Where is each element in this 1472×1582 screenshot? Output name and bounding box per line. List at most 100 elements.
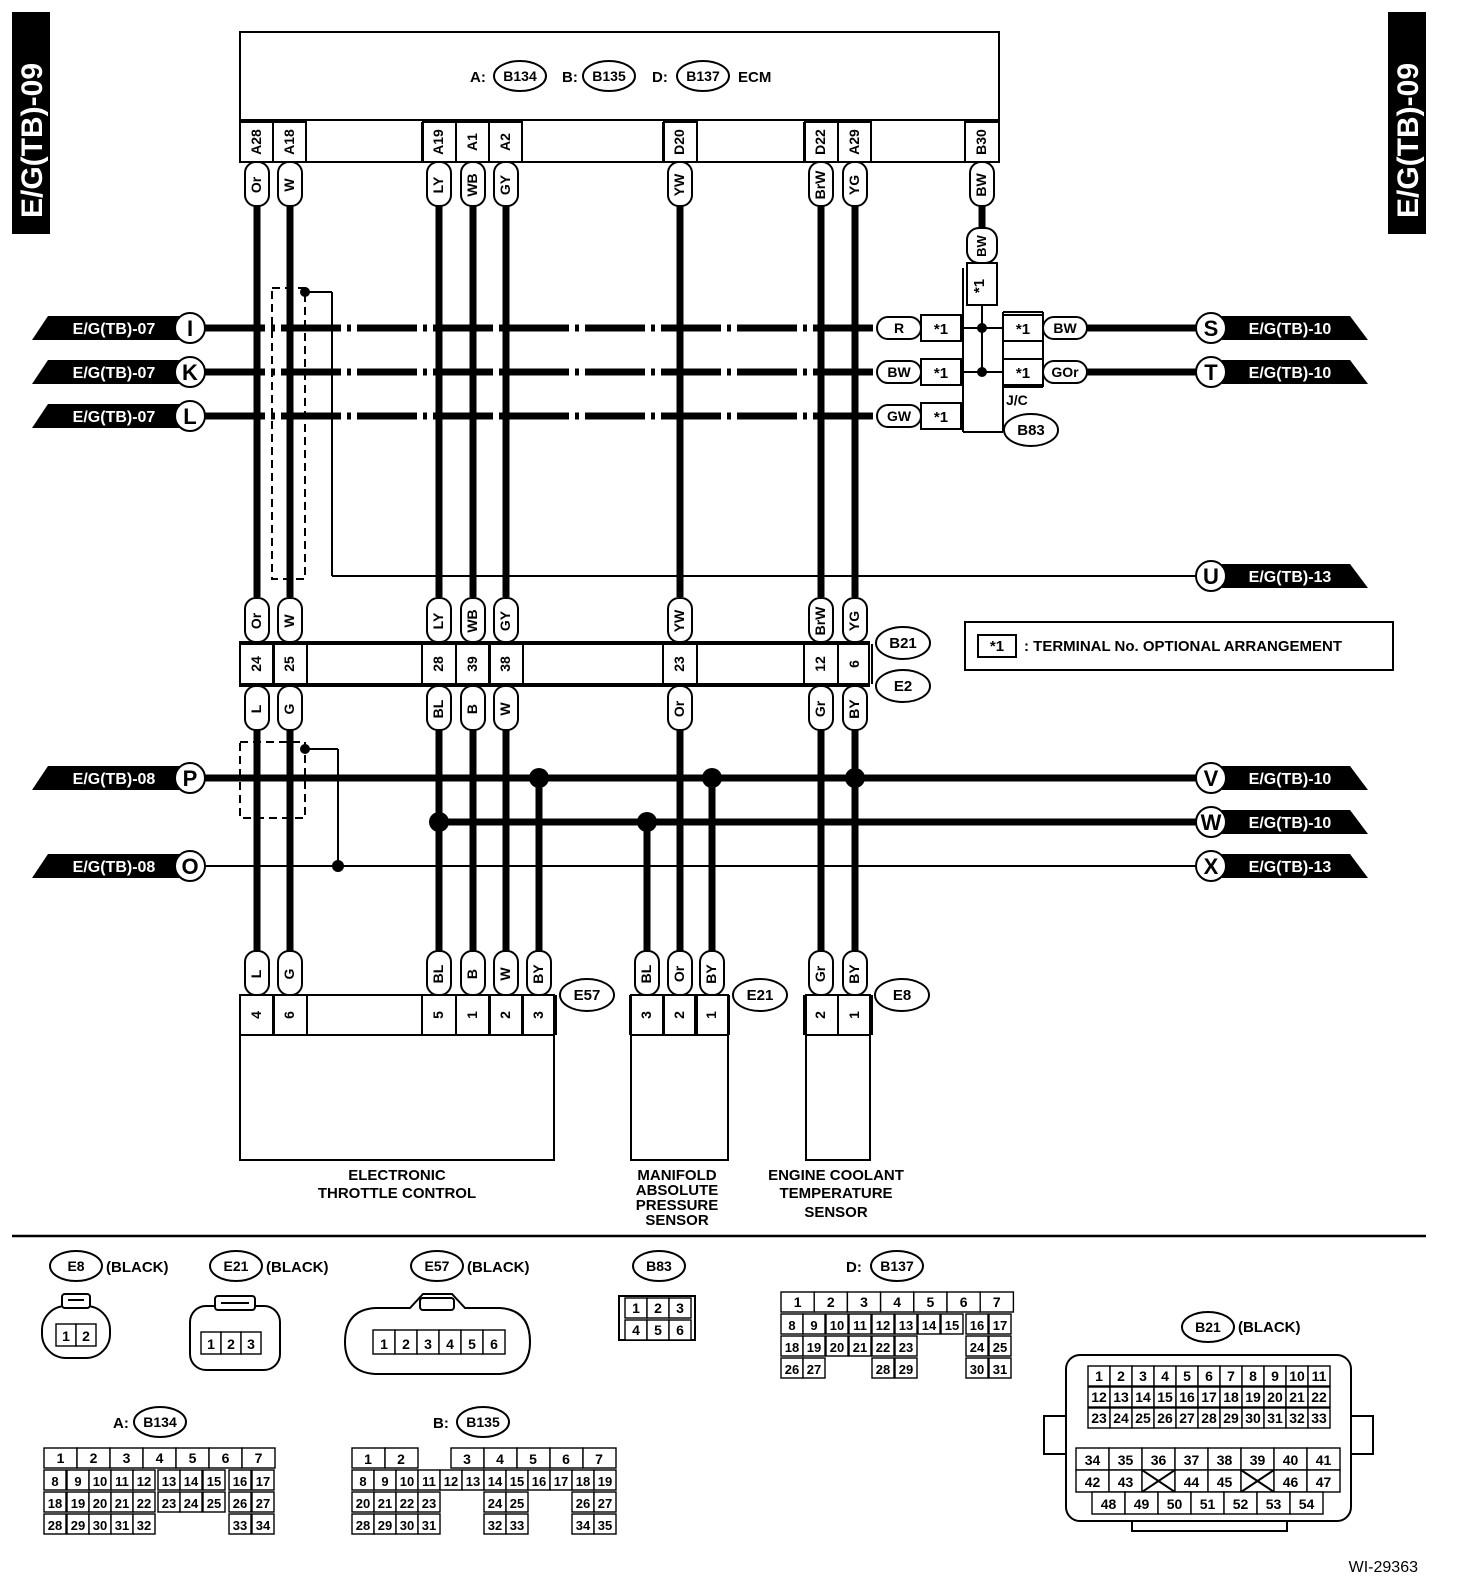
view-b135-pin: 28 bbox=[356, 1518, 370, 1533]
view-b21-pin: 45 bbox=[1217, 1474, 1233, 1490]
view-b21-color: (BLACK) bbox=[1238, 1319, 1300, 1336]
legend-box: *1 : TERMINAL No. OPTIONAL ARRANGEMENT bbox=[964, 621, 1394, 671]
b21-wire-color: YG bbox=[846, 611, 862, 631]
view-b21-pin: 38 bbox=[1217, 1452, 1233, 1468]
harness-wires bbox=[205, 205, 1197, 955]
view-b137-pin: 11 bbox=[853, 1318, 867, 1333]
jc-left-color-BW: BW bbox=[887, 364, 911, 380]
view-b135-pin: 16 bbox=[532, 1474, 546, 1489]
e57-wire-color: L bbox=[248, 969, 264, 978]
right-ref-letter-T: T bbox=[1204, 360, 1218, 385]
e57-wire-color-pill bbox=[277, 950, 303, 996]
b21-wire-color: BrW bbox=[812, 606, 828, 636]
view-b134-pin: 11 bbox=[115, 1474, 129, 1489]
view-b135-pin: 9 bbox=[381, 1474, 388, 1489]
view-b21-pin: 32 bbox=[1289, 1410, 1305, 1426]
jc-right-star: *1 bbox=[1016, 365, 1030, 382]
ecm-pin-A2: A2 bbox=[497, 133, 513, 151]
jc-left-star: *1 bbox=[934, 365, 948, 382]
jc-left-color-GW: GW bbox=[887, 408, 912, 424]
view-b134-pin: 23 bbox=[162, 1496, 176, 1511]
view-b134-pin: 3 bbox=[123, 1450, 131, 1466]
view-b21-pin: 53 bbox=[1266, 1496, 1282, 1512]
b21-pin-39: 39 bbox=[464, 656, 480, 672]
e2-wire-color: L bbox=[248, 704, 264, 713]
right-ref-letter-X: X bbox=[1204, 854, 1219, 879]
view-b21-pin: 52 bbox=[1233, 1496, 1249, 1512]
ecm-connector-d-prefix: D: bbox=[652, 69, 668, 86]
view-b134-pin: 28 bbox=[48, 1518, 62, 1533]
view-b137-pin: 31 bbox=[993, 1362, 1007, 1377]
view-b83-pin: 3 bbox=[676, 1300, 684, 1316]
e2-wire-color-pill bbox=[842, 685, 868, 731]
ecm-pin-B30: B30 bbox=[973, 129, 989, 155]
e57-id: E57 bbox=[574, 987, 601, 1004]
view-b21-pin: 19 bbox=[1245, 1389, 1261, 1405]
view-b135-pin: 17 bbox=[554, 1474, 568, 1489]
view-b135-pin: 26 bbox=[576, 1496, 590, 1511]
view-b134-pin: 33 bbox=[233, 1518, 247, 1533]
view-b137-pin: 10 bbox=[830, 1318, 844, 1333]
figure-id: WI-29363 bbox=[1349, 1559, 1418, 1576]
view-b135-pin: 19 bbox=[598, 1474, 612, 1489]
b21-wire-color-pill bbox=[460, 597, 486, 643]
b21-pin-6: 6 bbox=[846, 660, 862, 668]
ecm-module: A: B134 B: B135 D: B137 ECM bbox=[239, 31, 1000, 163]
b21-wire-color-pill bbox=[667, 597, 693, 643]
view-b134-pin: 31 bbox=[115, 1518, 129, 1533]
right-page-references: E/G(TB)-10SE/G(TB)-10TE/G(TB)-13UE/G(TB)… bbox=[1195, 312, 1368, 882]
view-b135-pin: 2 bbox=[397, 1451, 405, 1467]
view-b137-pin: 19 bbox=[807, 1340, 821, 1355]
ecm-wire-color: GY bbox=[497, 174, 513, 195]
view-b137-pin: 21 bbox=[853, 1340, 867, 1355]
ecm-connector-a-id: B134 bbox=[503, 68, 537, 84]
view-b21-pin: 39 bbox=[1250, 1452, 1266, 1468]
view-b137-pin: 5 bbox=[927, 1294, 935, 1310]
view-b137-pin: 15 bbox=[945, 1318, 959, 1333]
view-b135-pin: 3 bbox=[463, 1451, 471, 1467]
right-ref-text: E/G(TB)-10 bbox=[1249, 815, 1332, 832]
view-b134-pin: 17 bbox=[256, 1474, 270, 1489]
view-b134-pin: 2 bbox=[90, 1450, 98, 1466]
view-b135-pin: 8 bbox=[359, 1474, 366, 1489]
view-b83-id: B83 bbox=[646, 1258, 672, 1274]
view-e21-id: E21 bbox=[224, 1258, 249, 1274]
view-e21-pin: 2 bbox=[227, 1336, 235, 1352]
e21-wire-color: Or bbox=[671, 965, 687, 982]
jc-right-color-GOr: GOr bbox=[1051, 364, 1079, 380]
view-b137-pin: 27 bbox=[807, 1362, 821, 1377]
view-b21-pin: 17 bbox=[1201, 1389, 1217, 1405]
jc-left-star: *1 bbox=[934, 409, 948, 426]
view-b21-pin: 18 bbox=[1223, 1389, 1239, 1405]
view-b134-pin: 13 bbox=[162, 1474, 176, 1489]
view-b135-pin: 34 bbox=[576, 1518, 591, 1533]
view-b135-pin: 22 bbox=[400, 1496, 414, 1511]
view-b137-pin: 23 bbox=[899, 1340, 913, 1355]
ecm-connector-b-prefix: B: bbox=[562, 69, 578, 86]
e21-wire-color: BY bbox=[703, 964, 719, 984]
view-b135-pin: 12 bbox=[444, 1474, 458, 1489]
ecm-pin-A1: A1 bbox=[464, 133, 480, 151]
e57-pin-4: 4 bbox=[248, 1011, 264, 1019]
ecm-wire-color: W bbox=[281, 178, 297, 192]
view-b134-pin: 14 bbox=[184, 1474, 199, 1489]
view-b134-pin: 18 bbox=[48, 1496, 62, 1511]
view-b134-pin: 6 bbox=[222, 1450, 230, 1466]
right-ref-letter-V: V bbox=[1204, 766, 1219, 791]
e2-wire-color: BL bbox=[430, 699, 446, 718]
view-b135-pin: 1 bbox=[364, 1451, 372, 1467]
view-b21-pin: 22 bbox=[1311, 1389, 1327, 1405]
e57-pin-6: 6 bbox=[281, 1011, 297, 1019]
e8-name-line1: ENGINE COOLANT bbox=[768, 1167, 904, 1184]
e2-wire-color: G bbox=[281, 703, 297, 714]
component-e8: E8 ENGINE COOLANT TEMPERATURE SENSOR bbox=[768, 978, 930, 1221]
view-b21-pin: 34 bbox=[1085, 1452, 1101, 1468]
ecm-wire-color: BW bbox=[973, 173, 989, 197]
e57-wire-color: B bbox=[464, 969, 480, 979]
ecm-pin-A29: A29 bbox=[846, 129, 862, 155]
view-b134-pin: 22 bbox=[137, 1496, 151, 1511]
view-b21-pin: 41 bbox=[1316, 1452, 1332, 1468]
view-b137-pin: 30 bbox=[970, 1362, 984, 1377]
left-ref-text: E/G(TB)-08 bbox=[73, 771, 156, 788]
